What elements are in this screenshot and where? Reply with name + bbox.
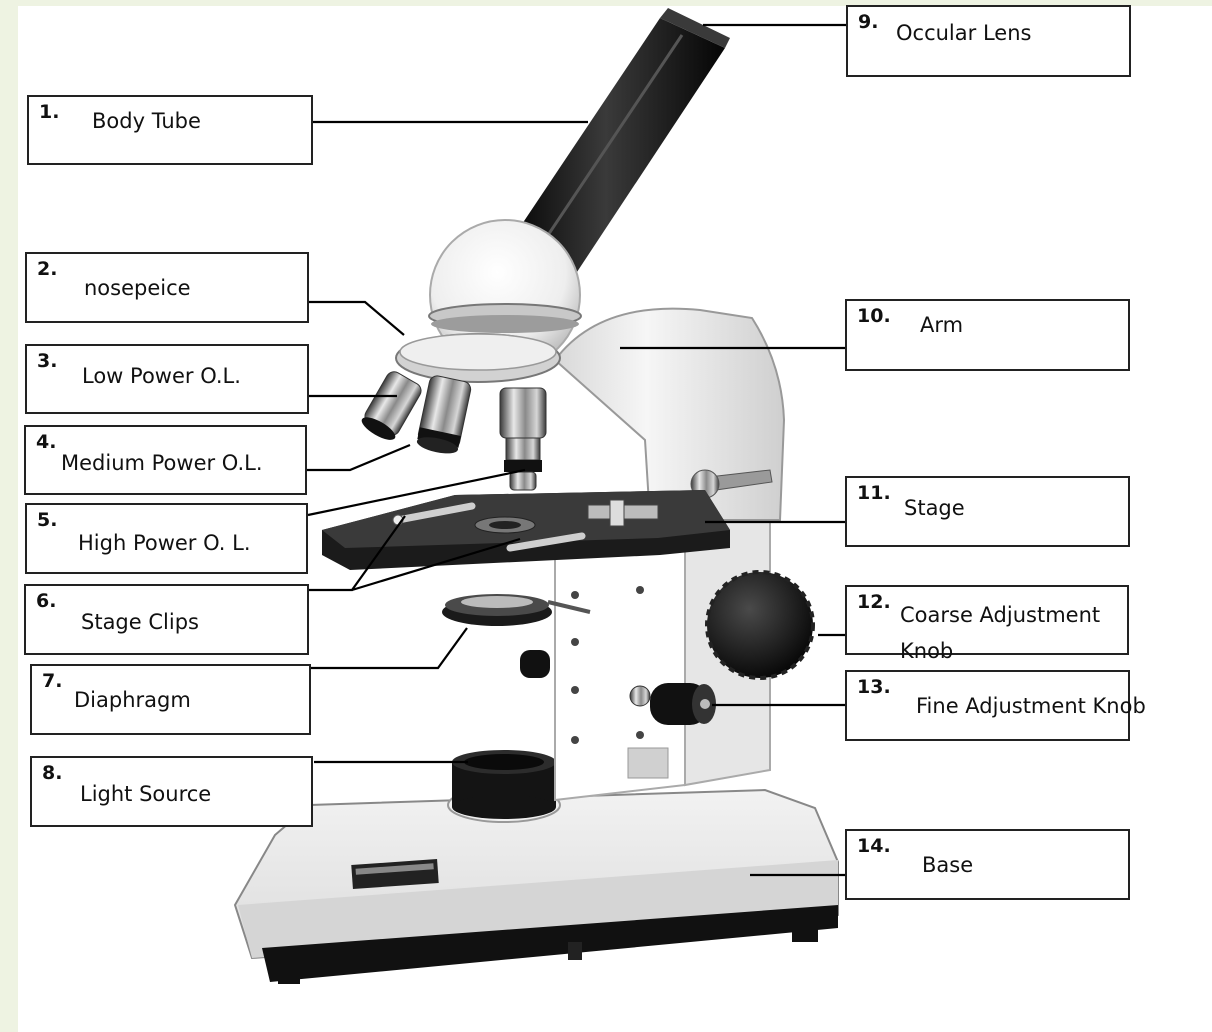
label-box-nosepiece: 2. nosepeice — [25, 252, 309, 323]
label-text: Base — [922, 853, 973, 877]
label-number: 8. — [42, 762, 62, 784]
label-text: Medium Power O.L. — [61, 451, 263, 475]
label-text: nosepeice — [84, 276, 191, 300]
label-box-body-tube: 1. Body Tube — [27, 95, 313, 165]
label-number: 9. — [858, 11, 878, 33]
label-number: 12. — [857, 591, 891, 613]
label-number: 14. — [857, 835, 891, 857]
label-text: Light Source — [80, 782, 211, 806]
light-source-lamp — [448, 750, 560, 822]
label-box-diaphragm: 7. Diaphragm — [30, 664, 311, 735]
label-number: 4. — [36, 431, 56, 453]
label-box-light-source: 8. Light Source — [30, 756, 313, 827]
label-box-medium-power: 4. Medium Power O.L. — [24, 425, 307, 495]
label-number: 11. — [857, 482, 891, 504]
label-box-fine-adjustment-knob: 13. Fine Adjustment Knob — [845, 670, 1130, 741]
label-box-base: 14. Base — [845, 829, 1130, 900]
label-number: 7. — [42, 670, 62, 692]
coarse-adjustment-knob — [707, 572, 813, 678]
label-number: 6. — [36, 590, 56, 612]
label-box-stage: 11. Stage — [845, 476, 1130, 547]
label-text: Stage — [904, 496, 965, 520]
label-text-line-1: Coarse Adjustment — [900, 603, 1100, 627]
label-text: Stage Clips — [81, 610, 199, 634]
leader-line-nosepiece — [308, 302, 404, 335]
base-foot — [278, 970, 300, 984]
label-box-coarse-adjustment-knob: 12. Coarse Adjustment Knob — [845, 585, 1129, 655]
base-foot — [792, 928, 818, 942]
label-box-occular-lens: 9. Occular Lens — [846, 5, 1131, 77]
label-text: Diaphragm — [74, 688, 191, 712]
label-box-stage-clips: 6. Stage Clips — [24, 584, 309, 655]
leader-line-medium-power — [305, 445, 410, 470]
label-text: Arm — [920, 313, 963, 337]
coarse-adjustment-knob-rear — [520, 650, 550, 678]
label-text: Occular Lens — [896, 21, 1031, 45]
label-number: 13. — [857, 676, 891, 698]
label-text: High Power O. L. — [78, 531, 251, 555]
label-text: Fine Adjustment Knob — [916, 694, 1146, 718]
label-box-high-power: 5. High Power O. L. — [25, 503, 308, 574]
label-number: 1. — [39, 101, 59, 123]
label-box-arm: 10. Arm — [845, 299, 1130, 371]
low-power-objective — [359, 369, 424, 444]
label-number: 5. — [37, 509, 57, 531]
label-number: 10. — [857, 305, 891, 327]
nosepiece — [396, 334, 560, 382]
label-text: Low Power O.L. — [82, 364, 241, 388]
label-text-line-2: Knob — [900, 639, 953, 663]
label-box-low-power: 3. Low Power O.L. — [25, 344, 309, 414]
power-switch-icon — [568, 942, 582, 960]
label-number: 2. — [37, 258, 57, 280]
medium-power-objective — [415, 374, 472, 456]
label-text: Body Tube — [92, 109, 201, 133]
microscope-arm — [555, 309, 784, 520]
label-number: 3. — [37, 350, 57, 372]
leader-line-diaphragm — [310, 628, 467, 668]
